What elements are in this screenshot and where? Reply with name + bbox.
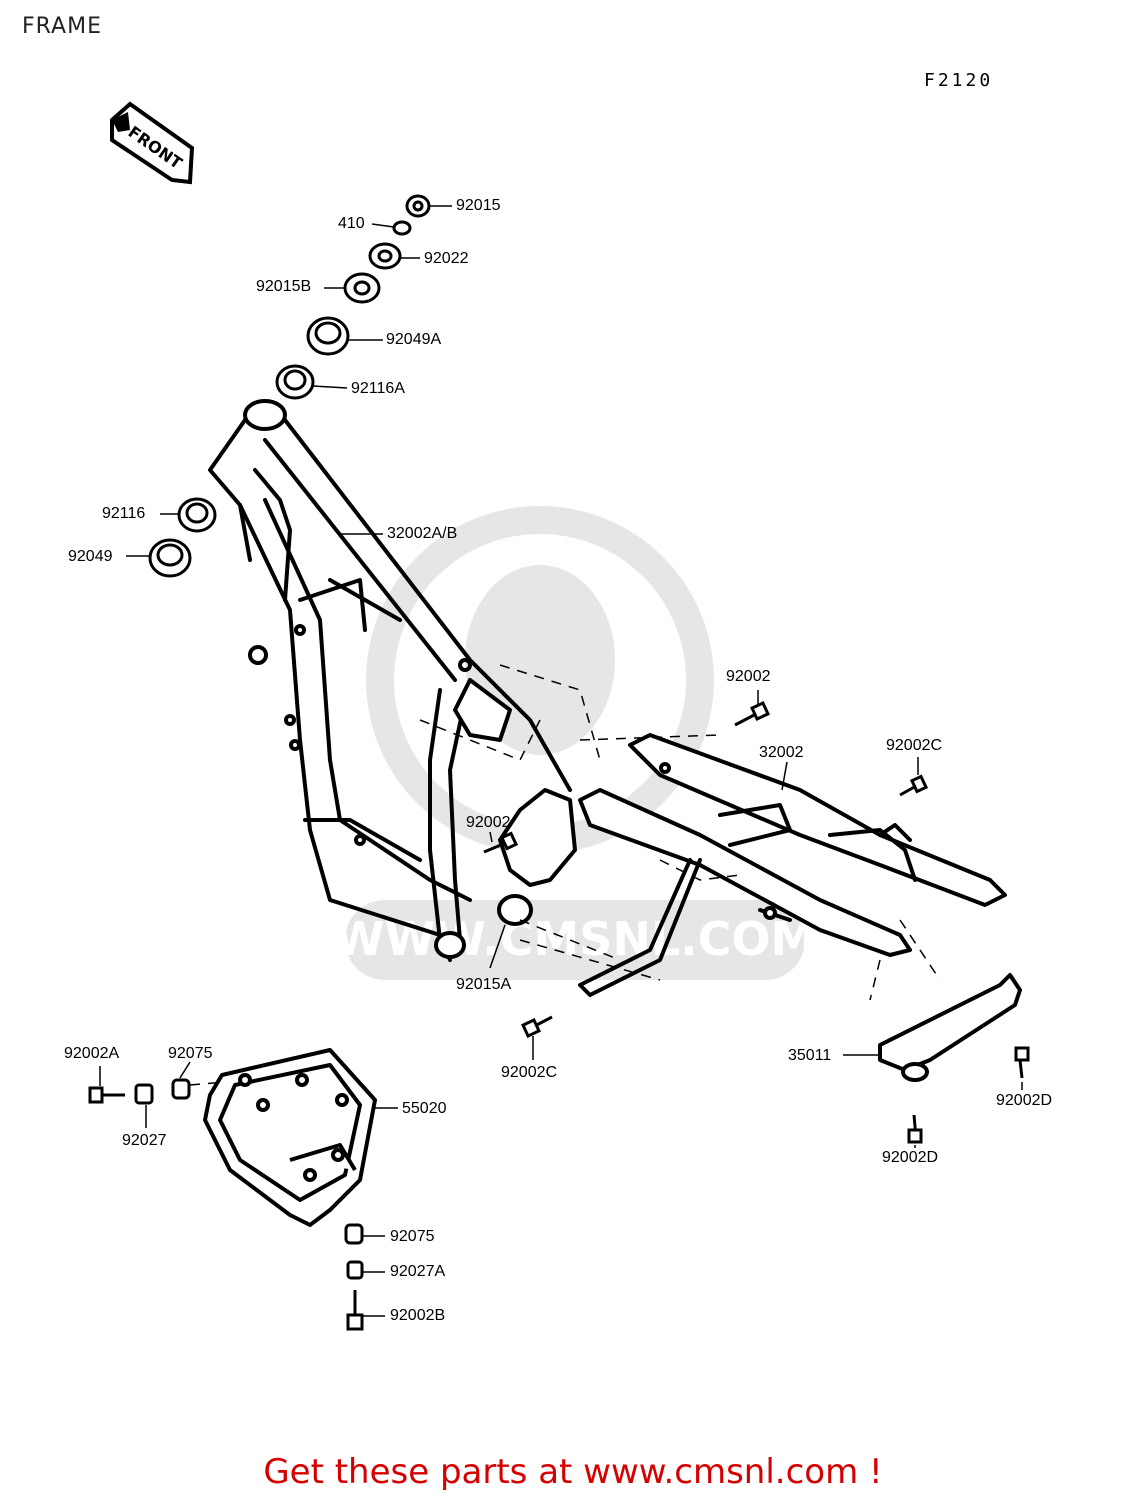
collar-92075-bottom xyxy=(344,1223,364,1245)
collar-92027A xyxy=(346,1260,364,1280)
diagram-code: F2120 xyxy=(924,70,994,91)
footer-promo-link[interactable]: Get these parts at www.cmsnl.com ! xyxy=(263,1452,883,1492)
part-label-92002D-right[interactable]: 92002D xyxy=(996,1092,1053,1109)
bolt-92002A xyxy=(88,1086,125,1104)
watermark-text: WWW.CMSNL.COM xyxy=(334,912,817,966)
part-label-92116[interactable]: 92116 xyxy=(102,505,146,522)
part-label-92027[interactable]: 92027 xyxy=(122,1132,167,1149)
steering-hardware xyxy=(148,194,431,578)
part-label-35011[interactable]: 35011 xyxy=(788,1047,832,1064)
bolt-92002C-bottom xyxy=(521,1015,553,1038)
part-label-92075-top[interactable]: 92075 xyxy=(168,1045,213,1062)
part-label-92027A[interactable]: 92027A xyxy=(390,1263,446,1280)
bolt-92002-top xyxy=(734,701,770,727)
part-label-92015B[interactable]: 92015B xyxy=(256,278,312,295)
bolt-92002-mid xyxy=(483,831,519,854)
front-arrow-icon: FRONT xyxy=(110,101,195,185)
part-label-92075-bottom[interactable]: 92075 xyxy=(390,1228,435,1245)
bolt-92002B xyxy=(346,1290,364,1331)
part-label-55020[interactable]: 55020 xyxy=(402,1100,447,1117)
part-label-92022[interactable]: 92022 xyxy=(424,250,469,267)
chain-guide-35011 xyxy=(878,973,1022,1082)
leader-lines xyxy=(99,205,1023,1317)
part-label-92116A[interactable]: 92116A xyxy=(351,380,405,397)
part-label-92049A[interactable]: 92049A xyxy=(386,331,442,348)
collar-92027 xyxy=(134,1083,154,1105)
fasteners xyxy=(88,701,1030,1331)
bolt-92002C-right xyxy=(899,774,929,797)
collar-92075-top xyxy=(171,1078,191,1100)
part-label-92002C-right[interactable]: 92002C xyxy=(886,737,943,754)
part-label-92002C-bottom[interactable]: 92002C xyxy=(501,1064,558,1081)
part-label-92002A[interactable]: 92002A xyxy=(64,1045,120,1062)
part-label-92002-top[interactable]: 92002 xyxy=(726,668,771,685)
part-label-32002[interactable]: 32002 xyxy=(759,744,804,761)
part-label-92002D-bottom[interactable]: 92002D xyxy=(882,1149,939,1166)
rear-subframe-32002 xyxy=(578,733,1007,997)
part-label-92049[interactable]: 92049 xyxy=(68,548,113,565)
bolt-92002D-bottom xyxy=(907,1114,923,1144)
part-label-410[interactable]: 410 xyxy=(338,215,365,232)
part-label-92015[interactable]: 92015 xyxy=(456,197,501,214)
part-label-92015A[interactable]: 92015A xyxy=(456,976,512,993)
phantom-lines xyxy=(189,664,941,1086)
main-frame-32002AB xyxy=(208,399,577,962)
part-label-32002AB[interactable]: 32002A/B xyxy=(387,525,458,542)
part-label-92002-mid[interactable]: 92002 xyxy=(466,814,511,831)
part-label-92002B[interactable]: 92002B xyxy=(390,1307,446,1324)
bolt-92002D-right xyxy=(1014,1046,1030,1079)
page-title: FRAME xyxy=(22,14,102,39)
watermark-logo: WWW.CMSNL.COM xyxy=(334,506,817,980)
skid-plate-55020 xyxy=(203,1048,377,1227)
